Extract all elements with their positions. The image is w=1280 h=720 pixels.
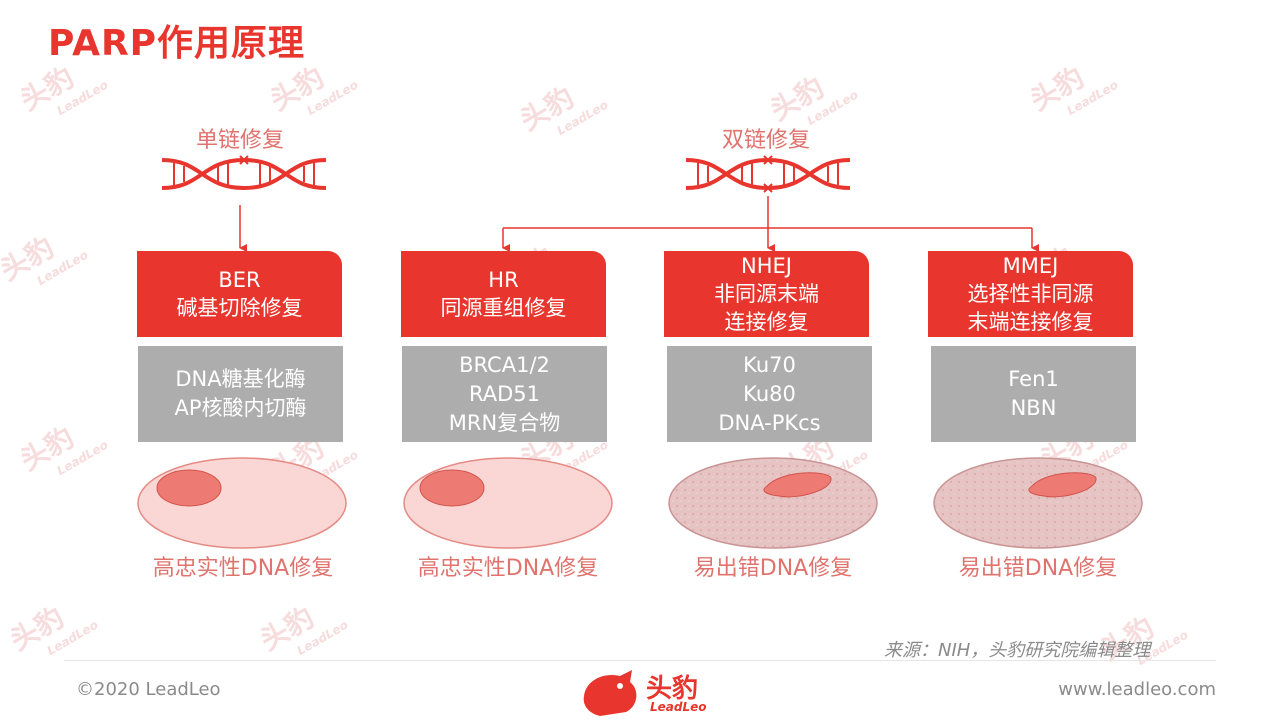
protein-item: NBN	[1010, 396, 1057, 420]
website-text: www.leadleo.com	[1058, 679, 1216, 700]
heading-line: HR	[488, 268, 519, 292]
page-title: PARP作用原理	[48, 23, 306, 64]
heading-line: 非同源末端	[714, 282, 819, 306]
heading-line: 连接修复	[724, 310, 809, 334]
hr-heading-box: HR 同源重组修复	[401, 251, 606, 337]
cell-error-prone-1	[668, 457, 878, 549]
copyright-text: ©2020 LeadLeo	[76, 679, 221, 700]
protein-item: Ku80	[743, 381, 796, 406]
protein-item: Fen1	[1008, 367, 1059, 391]
dna-double-break-icon	[685, 155, 851, 193]
leadleo-logo-icon	[583, 670, 637, 716]
fidelity-label: 易出错DNA修复	[958, 556, 1118, 581]
mmej-proteins-box: Fen1 NBN	[931, 346, 1136, 442]
fidelity-label: 易出错DNA修复	[693, 556, 853, 581]
fidelity-label: 高忠实性DNA修复	[417, 556, 599, 581]
protein-item: MRN复合物	[448, 410, 561, 435]
dna-single-break-icon	[161, 155, 327, 191]
heading-line: 同源重组修复	[440, 296, 567, 320]
fidelity-label: 高忠实性DNA修复	[152, 556, 334, 581]
protein-item: RAD51	[469, 381, 540, 406]
heading-line: NHEJ	[741, 254, 792, 278]
mmej-heading-box: MMEJ 选择性非同源 末端连接修复	[928, 251, 1133, 337]
cell-high-fidelity-2	[403, 457, 613, 549]
protein-item: DNA糖基化酶	[175, 367, 306, 391]
ber-proteins-box: DNA糖基化酶 AP核酸内切酶	[138, 346, 343, 442]
connector-arrows	[239, 196, 1039, 252]
protein-item: BRCA1/2	[459, 352, 550, 377]
heading-line: BER	[218, 268, 261, 292]
hr-proteins-box: BRCA1/2 RAD51 MRN复合物	[402, 346, 607, 442]
protein-item: DNA-PKcs	[718, 410, 821, 435]
heading-line: MMEJ	[1002, 254, 1059, 278]
source-note: 来源：NIH，头豹研究院编辑整理	[884, 640, 1151, 661]
footer-divider	[64, 660, 1216, 661]
cell-error-prone-2	[933, 457, 1143, 549]
cell-high-fidelity-1	[137, 457, 347, 549]
heading-line: 碱基切除修复	[176, 296, 303, 320]
single-strand-repair-label: 单链修复	[195, 128, 284, 153]
nhej-heading-box: NHEJ 非同源末端 连接修复	[664, 251, 869, 337]
heading-line: 选择性非同源	[967, 282, 1094, 306]
logo-text-cn: 头豹	[646, 674, 699, 704]
nhej-proteins-box: Ku70 Ku80 DNA-PKcs	[667, 346, 872, 442]
protein-item: AP核酸内切酶	[174, 396, 307, 420]
logo-text-en: LeadLeo	[650, 700, 707, 714]
protein-item: Ku70	[743, 352, 796, 377]
double-strand-repair-label: 双链修复	[721, 128, 810, 153]
ber-heading-box: BER 碱基切除修复	[137, 251, 342, 337]
heading-line: 末端连接修复	[967, 310, 1094, 334]
